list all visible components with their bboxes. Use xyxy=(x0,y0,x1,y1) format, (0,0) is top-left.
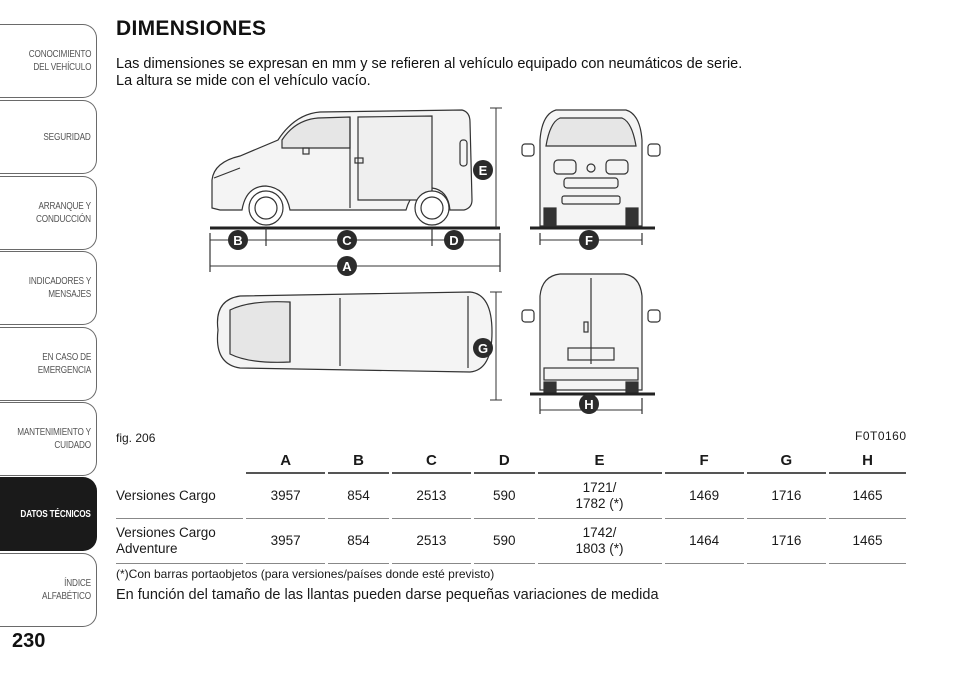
tab-datos-tecnicos[interactable]: DATOS TÉCNICOS xyxy=(0,477,97,551)
cell-g: 1716 xyxy=(743,518,828,564)
dimension-marker-g: G xyxy=(473,338,493,358)
van-top-view xyxy=(216,291,493,373)
van-side-view xyxy=(211,109,473,226)
dimension-marker-e: E xyxy=(473,160,493,180)
header-f: F xyxy=(661,448,746,474)
cell-c: 2513 xyxy=(388,518,473,564)
row-label: Versiones Cargo xyxy=(116,473,245,519)
vehicle-dimensions-figure: E B C D F A G H xyxy=(209,107,661,414)
tab-conocimiento-del-vehiculo[interactable]: CONOCIMIENTO DEL VEHÍCULO xyxy=(0,24,97,98)
dimension-marker-d: D xyxy=(444,230,464,250)
dimension-marker-b: B xyxy=(228,230,248,250)
cell-f: 1464 xyxy=(661,518,746,564)
table-row: Versiones Cargo Adventure 3957 854 2513 … xyxy=(116,518,906,564)
marker-letter: B xyxy=(233,233,242,248)
cell-d: 590 xyxy=(471,473,537,519)
intro-line: La altura se mide con el vehículo vacío. xyxy=(116,73,371,89)
marker-letter: H xyxy=(584,397,593,412)
chapter-sidebar: CONOCIMIENTO DEL VEHÍCULO SEGURIDAD ARRA… xyxy=(0,0,100,678)
van-rear-view xyxy=(521,273,661,395)
figure-label: fig. 206 xyxy=(116,431,156,445)
cell-c: 2513 xyxy=(388,473,473,519)
header-e: E xyxy=(534,448,664,474)
cell-h: 1465 xyxy=(825,518,906,564)
cell-g: 1716 xyxy=(743,473,828,519)
marker-letter: E xyxy=(479,163,488,178)
tab-indice-alfabetico[interactable]: ÍNDICE ALFABÉTICO xyxy=(0,553,97,627)
intro-line: Las dimensiones se expresan en mm y se r… xyxy=(116,56,743,72)
header-a: A xyxy=(242,448,327,474)
marker-letter: D xyxy=(449,233,458,248)
header-blank xyxy=(116,448,245,473)
table-row: Versiones Cargo 3957 854 2513 590 1721/ … xyxy=(116,473,906,519)
tab-arranque-y-conduccion[interactable]: ARRANQUE Y CONDUCCIÓN xyxy=(0,176,97,250)
header-b: B xyxy=(325,448,391,474)
tab-label: MANTENIMIENTO Y CUIDADO xyxy=(17,427,91,451)
cell-h: 1465 xyxy=(825,473,906,519)
header-d: D xyxy=(471,448,537,474)
page-number: 230 xyxy=(12,630,46,652)
marker-letter: F xyxy=(585,233,593,248)
page-title: DIMENSIONES xyxy=(116,17,267,40)
tab-seguridad[interactable]: SEGURIDAD xyxy=(0,100,97,174)
marker-letter: A xyxy=(342,259,352,274)
dimension-marker-a: A xyxy=(337,256,357,276)
tab-label: CONOCIMIENTO DEL VEHÍCULO xyxy=(28,49,91,73)
van-front-view xyxy=(521,109,661,227)
tab-label: ÍNDICE ALFABÉTICO xyxy=(42,578,91,602)
cell-b: 854 xyxy=(325,518,391,564)
intro-text: Las dimensiones se expresan en mm y se r… xyxy=(116,56,916,90)
marker-letter: C xyxy=(342,233,352,248)
cell-d: 590 xyxy=(471,518,537,564)
tab-indicadores-y-mensajes[interactable]: INDICADORES Y MENSAJES xyxy=(0,251,97,325)
tab-label: EN CASO DE EMERGENCIA xyxy=(37,352,92,376)
header-g: G xyxy=(743,448,828,474)
marker-letter: G xyxy=(478,341,488,356)
tab-mantenimiento-y-cuidado[interactable]: MANTENIMIENTO Y CUIDADO xyxy=(0,402,97,476)
tab-label: DATOS TÉCNICOS xyxy=(20,508,91,520)
header-c: C xyxy=(388,448,473,474)
dimension-marker-c: C xyxy=(337,230,357,250)
cell-b: 854 xyxy=(325,473,391,519)
tab-en-caso-de-emergencia[interactable]: EN CASO DE EMERGENCIA xyxy=(0,327,97,401)
tab-label: SEGURIDAD xyxy=(43,131,91,143)
table-header-row: A B C D E F G H xyxy=(116,448,906,474)
rim-size-note: En función del tamaño de las llantas pue… xyxy=(116,587,659,603)
tab-label: INDICADORES Y MENSAJES xyxy=(28,276,92,300)
tab-label: ARRANQUE Y CONDUCCIÓN xyxy=(36,201,91,225)
figure-code: F0T0160 xyxy=(855,429,907,443)
row-label: Versiones Cargo Adventure xyxy=(116,518,245,564)
dimension-marker-f: F xyxy=(579,230,599,250)
dimension-marker-h: H xyxy=(579,394,599,414)
cell-f: 1469 xyxy=(661,473,746,519)
header-h: H xyxy=(825,448,906,474)
dimensions-table: A B C D E F G H Versiones Cargo 3957 854… xyxy=(116,448,906,564)
cell-e: 1721/ 1782 (*) xyxy=(534,473,664,519)
cell-e: 1742/ 1803 (*) xyxy=(534,518,664,564)
cell-a: 3957 xyxy=(242,473,327,519)
table-footnote: (*)Con barras portaobjetos (para version… xyxy=(116,567,495,581)
cell-a: 3957 xyxy=(242,518,327,564)
